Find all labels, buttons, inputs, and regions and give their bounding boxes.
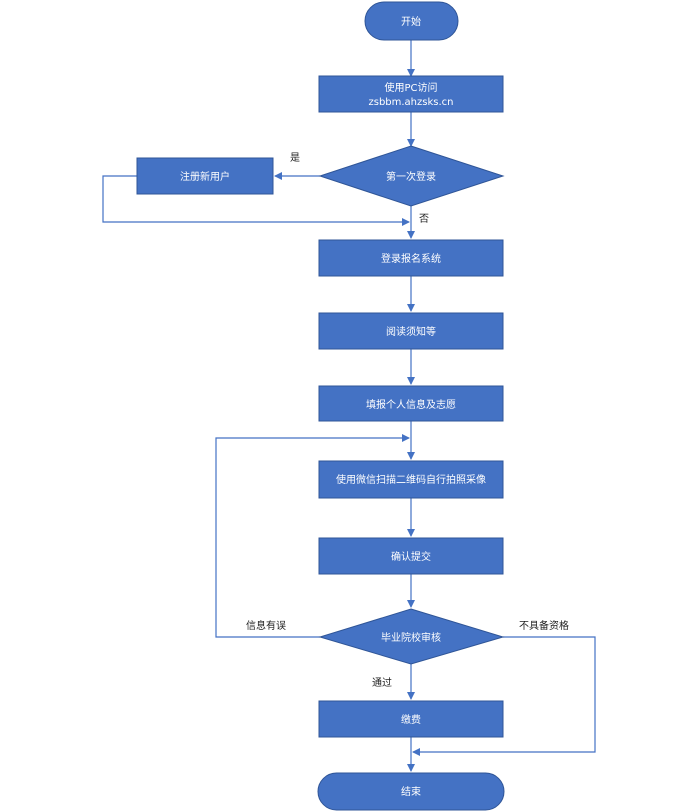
fill-info-label: 填报个人信息及志愿: [366, 398, 456, 411]
login-node: 登录报名系统: [318, 239, 504, 277]
end-label: 结束: [401, 785, 421, 798]
register-label: 注册新用户: [180, 170, 230, 183]
pc-access-url: zsbbm.ahzsks.cn: [368, 97, 453, 108]
confirm-submit-node: 确认提交: [318, 537, 504, 575]
connectors: [102, 40, 596, 772]
pc-access-node: 使用PC访问 zsbbm.ahzsks.cn: [318, 75, 504, 113]
first-login-label: 第一次登录: [386, 170, 436, 183]
edge-review-not-qualified: [412, 636, 596, 756]
pc-access-label: 使用PC访问: [384, 81, 437, 94]
edge-review-info-error: [215, 434, 410, 638]
edge-label-info-error: 信息有误: [246, 619, 286, 632]
end-node: 结束: [317, 772, 505, 811]
start-label: 开始: [401, 15, 421, 28]
read-notice-label: 阅读须知等: [386, 325, 436, 338]
edge-label-yes: 是: [290, 152, 300, 164]
login-label: 登录报名系统: [381, 252, 441, 265]
start-node: 开始: [364, 1, 459, 41]
read-notice-node: 阅读须知等: [318, 312, 504, 350]
edge-label-no: 否: [419, 213, 429, 225]
pay-label: 缴费: [401, 713, 421, 726]
school-review-decision: 毕业院校审核: [318, 608, 505, 665]
confirm-submit-label: 确认提交: [391, 550, 431, 563]
wechat-photo-node: 使用微信扫描二维码自行拍照采像: [318, 460, 504, 499]
pay-node: 缴费: [318, 700, 504, 738]
register-node: 注册新用户: [136, 157, 274, 195]
edge-register-to-login: [102, 175, 410, 226]
edge-label-passed: 通过: [372, 676, 392, 689]
fill-info-node: 填报个人信息及志愿: [318, 385, 504, 422]
edge-label-not-qualified: 不具备资格: [519, 619, 569, 632]
wechat-photo-label: 使用微信扫描二维码自行拍照采像: [336, 473, 486, 486]
school-review-label: 毕业院校审核: [381, 631, 441, 644]
first-login-decision: 第一次登录: [318, 145, 505, 207]
